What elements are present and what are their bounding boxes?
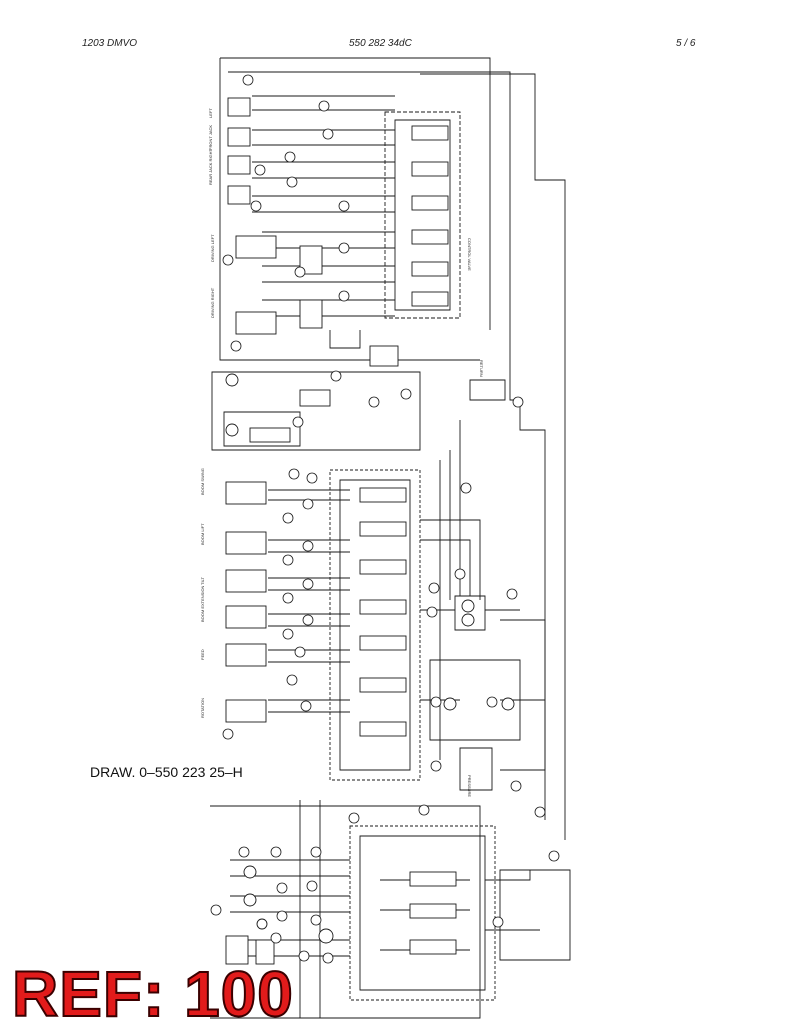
drawing-number: DRAW. 0–550 223 25–H	[90, 764, 243, 780]
circuit-label: PRESSURE	[467, 775, 472, 797]
header-page-number: 5 / 6	[676, 38, 696, 49]
function-label: FEED	[200, 649, 205, 660]
function-label: BOOM LIFT	[200, 523, 205, 545]
function-label: ROTATION	[200, 698, 205, 718]
function-label: LEFT	[208, 108, 213, 118]
circuit-label: RETURN	[479, 360, 484, 377]
function-label: REAR JACK RIGHT	[208, 148, 213, 185]
function-label: FRONT JACK	[208, 125, 213, 150]
header-document-number: 550 282 34dC	[349, 38, 412, 49]
function-label: BOOM SWING	[200, 468, 205, 495]
function-label: DRIVING RIGHT	[210, 287, 215, 318]
function-label: BOOM EXTENSION	[200, 585, 205, 622]
reference-stamp: REF: 100	[11, 958, 294, 1030]
function-label: TILT	[200, 577, 205, 585]
circuit-label: CONTROL VALVE	[467, 238, 472, 271]
header-model: 1203 DMVO	[82, 38, 138, 49]
function-label: DRIVING LEFT	[210, 234, 215, 262]
